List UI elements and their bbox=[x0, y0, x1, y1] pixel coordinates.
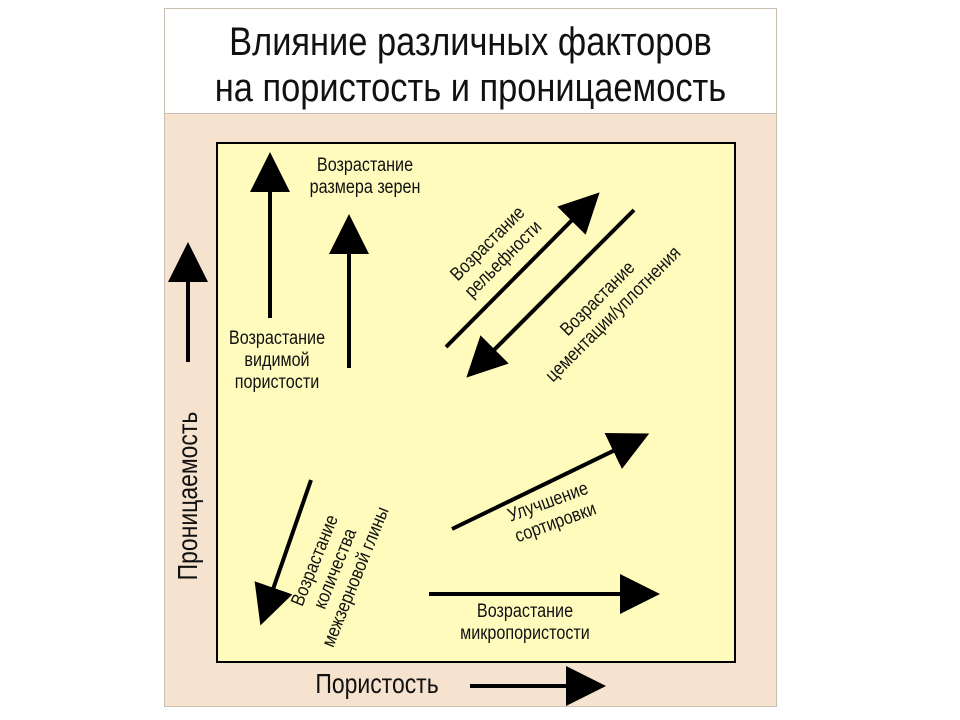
cementation-arrow bbox=[466, 208, 636, 378]
x-axis-label: Пористость bbox=[315, 668, 439, 699]
visible-porosity-line-3: пористости bbox=[234, 372, 320, 393]
microporosity-line-1: Возрастание bbox=[476, 601, 574, 622]
title-band: Влияние различных факторов на пористость… bbox=[165, 9, 776, 114]
microporosity-line-2: микропористости bbox=[460, 623, 590, 644]
relief-arrow bbox=[444, 192, 600, 349]
grain-size-label: Возрастание размера зерен bbox=[290, 155, 440, 199]
clay-arrow bbox=[254, 479, 313, 626]
sorting-arrow bbox=[451, 432, 650, 531]
title-line-1: Влияние различных факторов bbox=[229, 20, 712, 64]
visible-porosity-line-1: Возрастание bbox=[228, 328, 326, 349]
title-line-2: на пористость и проницаемость bbox=[214, 66, 727, 110]
microporosity-label: Возрастание микропористости bbox=[440, 601, 610, 645]
grain-size-line-2: размера зерен bbox=[309, 177, 421, 198]
grain-size-line-1: Возрастание bbox=[316, 155, 414, 176]
visible-porosity-label: Возрастание видимой пористости bbox=[210, 328, 344, 394]
visible-porosity-line-2: видимой bbox=[244, 350, 310, 371]
y-axis-label: Проницаемость bbox=[172, 411, 203, 581]
